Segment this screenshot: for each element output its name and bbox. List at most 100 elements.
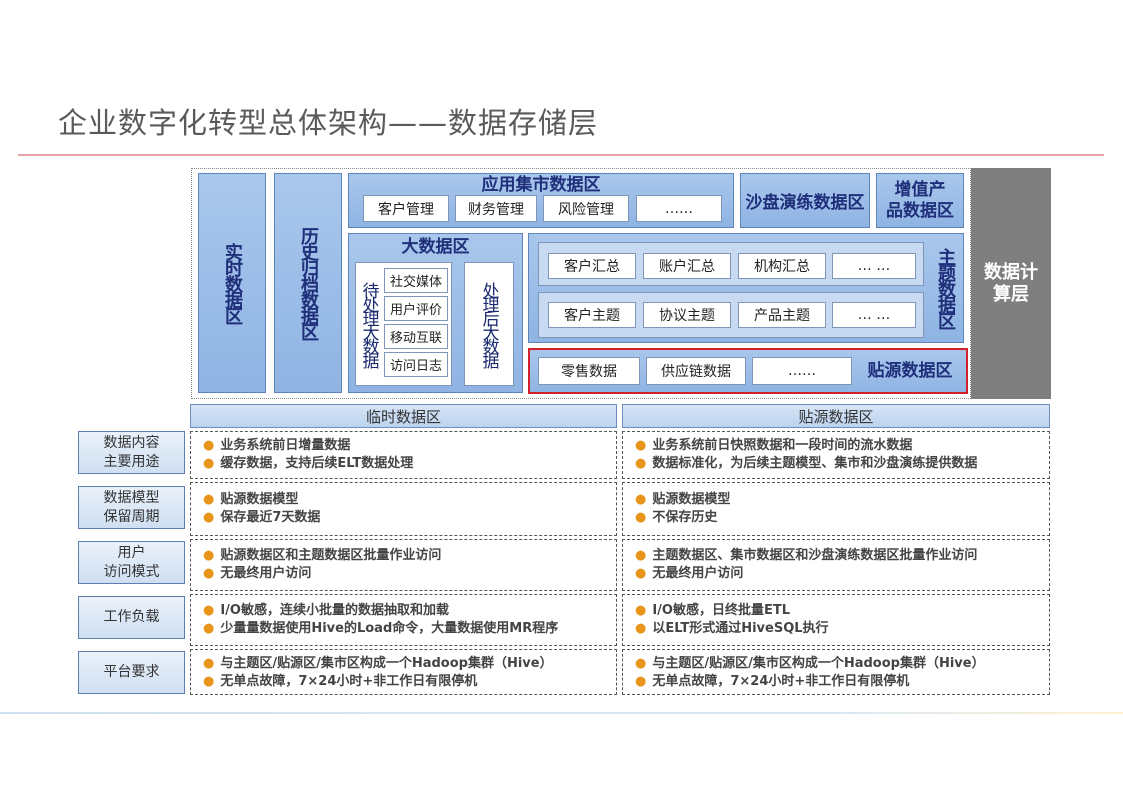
bigdata-pending-item: 用户评价 (384, 296, 448, 321)
table-cell-temp: ● 贴源数据区和主题数据区批量作业访问 ● 无最终用户访问 (190, 539, 617, 591)
source-item: 零售数据 (538, 357, 640, 385)
app-market-title: 应用集市数据区 (481, 175, 601, 195)
column-header-temp: 临时数据区 (190, 404, 617, 428)
subject-item: 协议主题 (643, 302, 731, 328)
bullet-icon: ● (635, 621, 647, 636)
cell-text: 无单点故障，7×24小时+非工作日有限停机 (220, 674, 478, 689)
cell-text: 与主题区/贴源区/集市区构成一个Hadoop集群（Hive） (220, 656, 553, 671)
page-title: 企业数字化转型总体架构——数据存储层 (58, 106, 599, 140)
cell-text: 主题数据区、集市数据区和沙盘演练数据区批量作业访问 (652, 548, 978, 563)
bullet-icon: ● (203, 603, 215, 618)
row-label: 工作负载 (78, 596, 185, 639)
value-added-label: 增值产 (894, 179, 946, 200)
subject-item: 产品主题 (738, 302, 826, 328)
table-cell-temp: ● 业务系统前日增量数据 ● 缓存数据，支持后续ELT数据处理 (190, 431, 617, 479)
subject-zone-label: 主题数据区 (935, 248, 956, 328)
cell-text: 业务系统前日快照数据和一段时间的流水数据 (652, 438, 913, 453)
bigdata-pending-item: 移动互联 (384, 324, 448, 349)
cell-text: 无单点故障，7×24小时+非工作日有限停机 (652, 674, 910, 689)
bigdata-pending-label: 待处理大数据 (358, 282, 379, 366)
cell-text: 少量量数据使用Hive的Load命令，大量数据使用MR程序 (220, 621, 559, 636)
cell-text: 与主题区/贴源区/集市区构成一个Hadoop集群（Hive） (652, 656, 985, 671)
storage-layer-frame (191, 168, 971, 399)
compute-layer-label: 数据计 (984, 261, 1038, 283)
bigdata-pending-item: 访问日志 (384, 352, 448, 377)
subject-item: … … (832, 253, 916, 279)
row-label-line: 访问模式 (103, 563, 160, 580)
cell-text: 贴源数据区和主题数据区批量作业访问 (220, 548, 442, 563)
table-cell-temp: ● 与主题区/贴源区/集市区构成一个Hadoop集群（Hive） ● 无单点故障，7… (190, 649, 617, 695)
cell-text: 贴源数据模型 (220, 492, 299, 507)
table-cell-source: ●与主题区/贴源区/集市区构成一个Hadoop集群（Hive） ●无单点故障，7… (622, 649, 1050, 695)
history-zone: 历史归档数据区 (274, 173, 342, 393)
subject-item: 账户汇总 (643, 253, 731, 279)
row-label-line: 平台要求 (103, 664, 160, 680)
bullet-icon: ● (203, 438, 215, 453)
value-added-zone: 增值产 品数据区 (876, 173, 964, 228)
sandbox-zone: 沙盘演练数据区 (740, 173, 870, 228)
cell-text: 贴源数据模型 (652, 492, 731, 507)
table-cell-source: ●贴源数据模型 ●不保存历史 (622, 482, 1050, 536)
bullet-icon: ● (635, 566, 647, 581)
cell-text: 业务系统前日增量数据 (220, 438, 351, 453)
source-zone-label: 贴源数据区 (867, 361, 953, 381)
table-cell-temp: ●贴源数据模型 ●保存最近7天数据 (190, 482, 617, 536)
cell-text: 无最终用户访问 (220, 566, 312, 581)
row-label-line: 数据模型 (103, 489, 160, 506)
sandbox-zone-label: 沙盘演练数据区 (745, 193, 865, 213)
bullet-icon: ● (203, 674, 215, 689)
cell-text: 数据标准化，为后续主题模型、集市和沙盘演练提供数据 (652, 456, 978, 471)
row-label: 数据内容主要用途 (78, 431, 185, 474)
footer-divider (0, 712, 1123, 714)
row-label-line: 用户 (117, 544, 146, 561)
title-divider (18, 154, 1104, 156)
row-label-line: 工作负载 (103, 609, 160, 625)
subject-zone-label-box: 主题数据区 (932, 236, 958, 340)
subject-item: 机构汇总 (738, 253, 826, 279)
app-market-item: 风险管理 (543, 195, 629, 222)
bullet-icon: ● (203, 621, 215, 636)
cell-text: 无最终用户访问 (652, 566, 744, 581)
app-market-item: 客户管理 (363, 195, 449, 222)
subject-item: 客户汇总 (548, 253, 636, 279)
table-cell-source: ● 业务系统前日快照数据和一段时间的流水数据 ● 数据标准化，为后续主题模型、集市和… (622, 431, 1050, 479)
bullet-icon: ● (203, 492, 215, 507)
bigdata-zone-title: 大数据区 (401, 237, 470, 257)
cell-text: 缓存数据，支持后续ELT数据处理 (220, 456, 414, 471)
bullet-icon: ● (203, 566, 215, 581)
bullet-icon: ● (203, 456, 215, 471)
app-market-item: 财务管理 (455, 195, 537, 222)
app-market-item: …… (636, 195, 722, 222)
compute-layer-label: 算层 (993, 283, 1029, 305)
source-item: 供应链数据 (646, 357, 746, 385)
history-zone-label: 历史归档数据区 (298, 227, 319, 339)
subject-item: 客户主题 (548, 302, 636, 328)
table-cell-source: ● I/O敏感，日终批量ETL ● 以ELT形式通过HiveSQL执行 (622, 594, 1050, 646)
row-label: 平台要求 (78, 651, 185, 694)
realtime-zone: 实时数据区 (198, 173, 266, 393)
bullet-icon: ● (635, 438, 647, 453)
bullet-icon: ● (203, 656, 215, 671)
row-label: 用户访问模式 (78, 541, 185, 584)
bullet-icon: ● (635, 456, 647, 471)
cell-text: 保存最近7天数据 (220, 510, 321, 525)
row-label-line: 数据内容 (103, 434, 160, 451)
value-added-label: 品数据区 (886, 200, 954, 221)
cell-text: 以ELT形式通过HiveSQL执行 (652, 621, 829, 636)
bigdata-pending-item: 社交媒体 (384, 268, 448, 293)
table-cell-source: ● 主题数据区、集市数据区和沙盘演练数据区批量作业访问 ● 无最终用户访问 (622, 539, 1050, 591)
bigdata-processed-box: 处理后大数据 (464, 262, 514, 386)
column-header-source: 贴源数据区 (622, 404, 1050, 428)
row-label: 数据模型保留周期 (78, 486, 185, 529)
row-label-line: 主要用途 (103, 453, 160, 470)
bigdata-processed-label: 处理后大数据 (478, 282, 499, 366)
compute-layer: 数据计 算层 (971, 168, 1051, 399)
bullet-icon: ● (635, 548, 647, 563)
bullet-icon: ● (635, 603, 647, 618)
bullet-icon: ● (635, 656, 647, 671)
cell-text: I/O敏感，日终批量ETL (652, 603, 791, 618)
row-label-line: 保留周期 (103, 508, 160, 525)
table-cell-temp: ● I/O敏感，连续小批量的数据抽取和加载 ● 少量量数据使用Hive的Load命令… (190, 594, 617, 646)
cell-text: I/O敏感，连续小批量的数据抽取和加载 (220, 603, 449, 618)
bullet-icon: ● (203, 548, 215, 563)
